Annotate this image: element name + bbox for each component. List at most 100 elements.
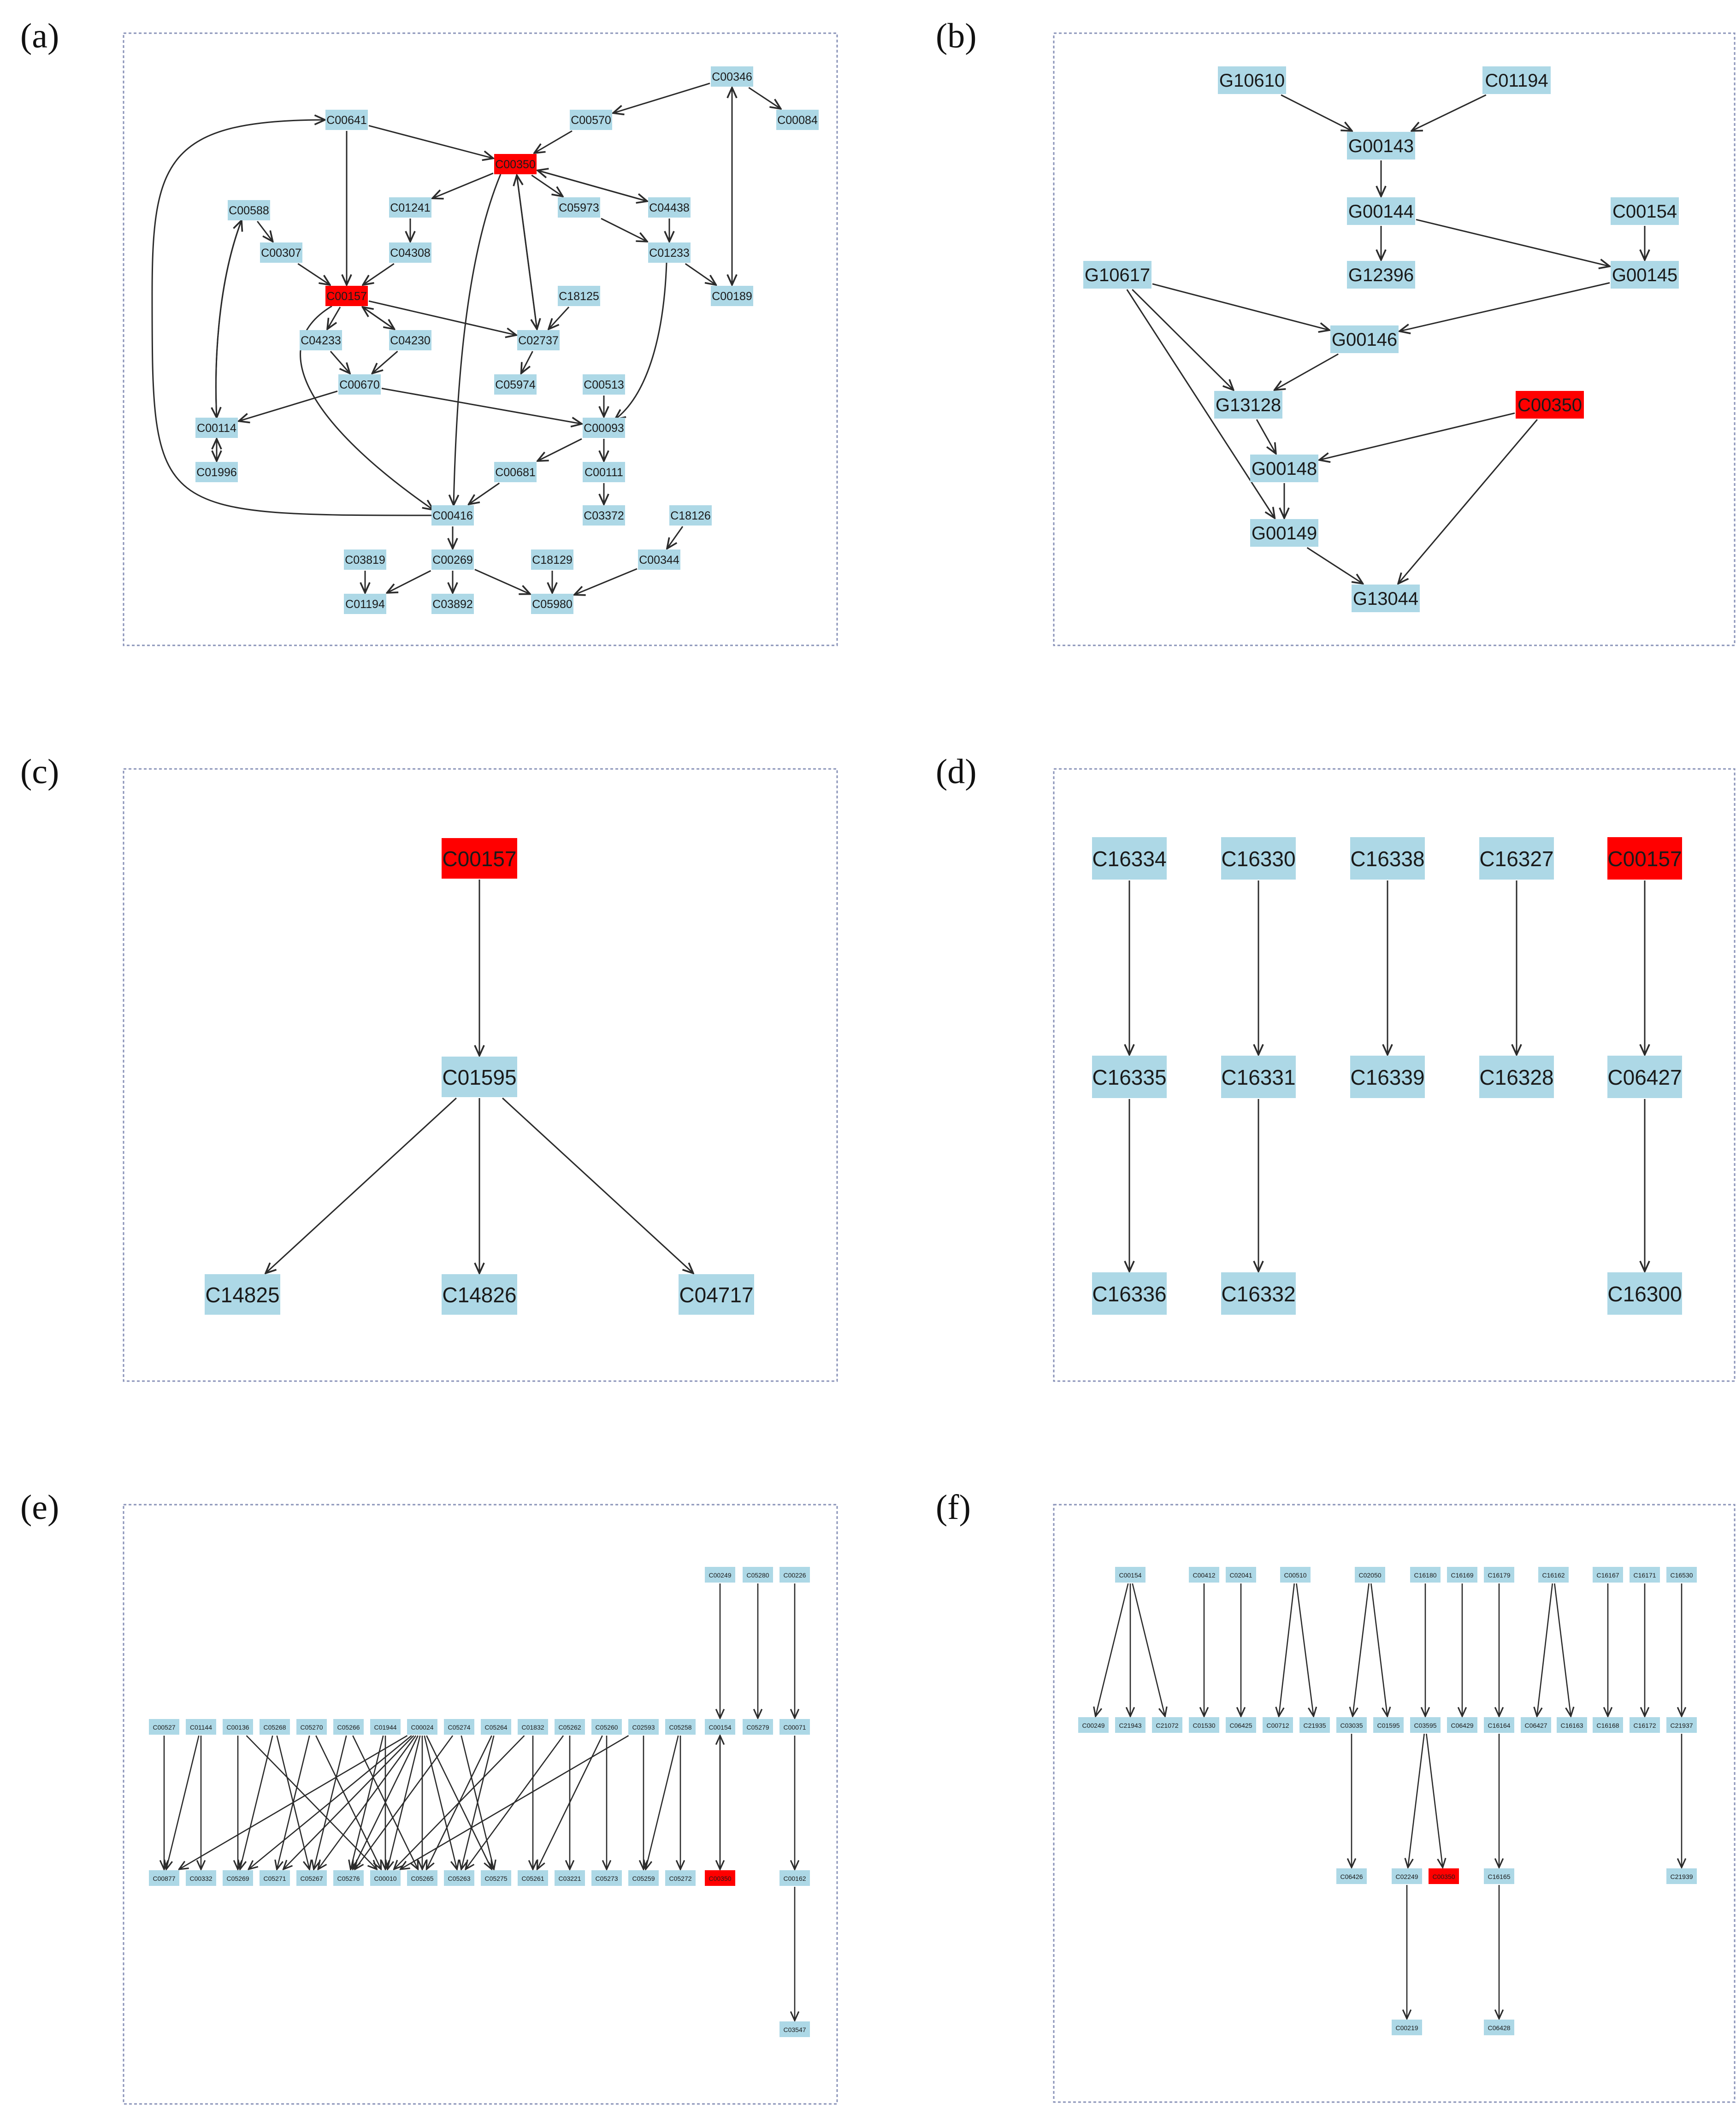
node-C05267[interactable]: C05267 [296, 1870, 327, 1886]
node-C03595[interactable]: C03595 [1410, 1717, 1441, 1733]
node-C01241[interactable]: C01241 [389, 197, 431, 218]
node-G13128[interactable]: G13128 [1214, 391, 1282, 419]
node-C14826[interactable]: C14826 [442, 1274, 517, 1315]
node-G00144[interactable]: G00144 [1347, 197, 1415, 225]
node-C01595[interactable]: C01595 [1373, 1717, 1404, 1733]
node-C05980[interactable]: C05980 [531, 594, 573, 614]
node-C00024[interactable]: C00024 [407, 1719, 437, 1735]
node-C00157[interactable]: C00157 [1607, 837, 1682, 880]
node-C00114[interactable]: C00114 [195, 418, 238, 438]
node-C00527[interactable]: C00527 [149, 1719, 179, 1735]
node-C01233[interactable]: C01233 [648, 242, 691, 263]
node-C18129[interactable]: C18129 [531, 549, 573, 570]
node-C00189[interactable]: C00189 [711, 286, 753, 306]
node-C01194[interactable]: C01194 [344, 594, 386, 614]
node-C02050[interactable]: C02050 [1355, 1567, 1385, 1583]
node-C16335[interactable]: C16335 [1092, 1056, 1167, 1098]
node-C02249[interactable]: C02249 [1392, 1868, 1422, 1884]
node-C00226[interactable]: C00226 [779, 1567, 810, 1583]
node-C05273[interactable]: C05273 [591, 1870, 622, 1886]
node-C00084[interactable]: C00084 [776, 110, 819, 130]
node-C16332[interactable]: C16332 [1221, 1272, 1296, 1315]
node-C05272[interactable]: C05272 [665, 1870, 696, 1886]
node-C00346[interactable]: C00346 [711, 66, 753, 87]
node-C16163[interactable]: C16163 [1557, 1717, 1587, 1733]
node-C01595[interactable]: C01595 [442, 1057, 517, 1097]
node-C05265[interactable]: C05265 [407, 1870, 437, 1886]
node-C01144[interactable]: C01144 [186, 1719, 216, 1735]
node-C00157[interactable]: C00157 [442, 838, 517, 879]
node-C00157[interactable]: C00157 [325, 286, 368, 306]
node-C18126[interactable]: C18126 [669, 505, 712, 526]
node-C00249[interactable]: C00249 [705, 1567, 735, 1583]
node-C05260[interactable]: C05260 [591, 1719, 622, 1735]
node-C06427[interactable]: C06427 [1607, 1056, 1682, 1098]
node-C16171[interactable]: C16171 [1630, 1567, 1660, 1583]
node-G12396[interactable]: G12396 [1347, 261, 1415, 289]
node-C18125[interactable]: C18125 [558, 286, 600, 306]
node-C21939[interactable]: C21939 [1666, 1868, 1697, 1884]
node-C00641[interactable]: C00641 [325, 110, 368, 130]
node-C06427[interactable]: C06427 [1521, 1717, 1551, 1733]
node-C05264[interactable]: C05264 [481, 1719, 511, 1735]
node-C00681[interactable]: C00681 [494, 462, 537, 482]
node-C16180[interactable]: C16180 [1410, 1567, 1441, 1583]
node-C00877[interactable]: C00877 [149, 1870, 179, 1886]
node-G00143[interactable]: G00143 [1347, 132, 1415, 160]
node-C00510[interactable]: C00510 [1280, 1567, 1311, 1583]
node-C00350[interactable]: C00350 [1516, 391, 1584, 419]
node-C00344[interactable]: C00344 [638, 549, 680, 570]
node-C06429[interactable]: C06429 [1447, 1717, 1477, 1733]
node-C06425[interactable]: C06425 [1226, 1717, 1256, 1733]
node-C16172[interactable]: C16172 [1630, 1717, 1660, 1733]
node-C04308[interactable]: C04308 [389, 242, 431, 263]
node-C16331[interactable]: C16331 [1221, 1056, 1296, 1098]
node-C00269[interactable]: C00269 [431, 549, 474, 570]
node-G00145[interactable]: G00145 [1611, 261, 1679, 289]
node-C00154[interactable]: C00154 [705, 1719, 735, 1735]
node-G00148[interactable]: G00148 [1250, 455, 1318, 482]
node-C21935[interactable]: C21935 [1299, 1717, 1330, 1733]
node-C05973[interactable]: C05973 [558, 197, 600, 218]
node-C00093[interactable]: C00093 [583, 418, 625, 438]
node-C05280[interactable]: C05280 [743, 1567, 773, 1583]
node-C00111[interactable]: C00111 [583, 462, 625, 482]
node-C00588[interactable]: C00588 [228, 200, 270, 220]
node-C16300[interactable]: C16300 [1607, 1272, 1682, 1315]
node-C05271[interactable]: C05271 [260, 1870, 290, 1886]
node-C00136[interactable]: C00136 [223, 1719, 253, 1735]
node-G00146[interactable]: G00146 [1330, 325, 1399, 353]
node-C16169[interactable]: C16169 [1447, 1567, 1477, 1583]
node-C03819[interactable]: C03819 [344, 549, 386, 570]
node-C01944[interactable]: C01944 [370, 1719, 401, 1735]
node-C03547[interactable]: C03547 [779, 2021, 810, 2037]
node-C16330[interactable]: C16330 [1221, 837, 1296, 880]
node-C00350[interactable]: C00350 [705, 1870, 735, 1886]
node-C01530[interactable]: C01530 [1189, 1717, 1219, 1733]
node-C05974[interactable]: C05974 [494, 374, 537, 395]
node-C05269[interactable]: C05269 [223, 1870, 253, 1886]
node-C16336[interactable]: C16336 [1092, 1272, 1167, 1315]
node-C16168[interactable]: C16168 [1593, 1717, 1623, 1733]
node-C21943[interactable]: C21943 [1115, 1717, 1146, 1733]
node-C02041[interactable]: C02041 [1226, 1567, 1256, 1583]
node-C02737[interactable]: C02737 [517, 330, 560, 350]
node-C02593[interactable]: C02593 [628, 1719, 659, 1735]
node-C05266[interactable]: C05266 [333, 1719, 364, 1735]
node-C16179[interactable]: C16179 [1484, 1567, 1514, 1583]
node-C21937[interactable]: C21937 [1666, 1717, 1697, 1733]
node-C16338[interactable]: C16338 [1350, 837, 1425, 880]
node-C16530[interactable]: C16530 [1666, 1567, 1697, 1583]
node-C04438[interactable]: C04438 [648, 197, 691, 218]
node-G00149[interactable]: G00149 [1250, 519, 1318, 547]
node-C00513[interactable]: C00513 [583, 374, 625, 395]
node-C14825[interactable]: C14825 [205, 1274, 280, 1315]
node-C01194[interactable]: C01194 [1482, 66, 1551, 94]
node-C06426[interactable]: C06426 [1336, 1868, 1367, 1884]
node-C00350[interactable]: C00350 [494, 154, 537, 174]
node-C00332[interactable]: C00332 [186, 1870, 216, 1886]
node-C16327[interactable]: C16327 [1479, 837, 1554, 880]
node-C00154[interactable]: C00154 [1611, 197, 1679, 225]
node-C16162[interactable]: C16162 [1538, 1567, 1569, 1583]
node-C00712[interactable]: C00712 [1263, 1717, 1293, 1733]
